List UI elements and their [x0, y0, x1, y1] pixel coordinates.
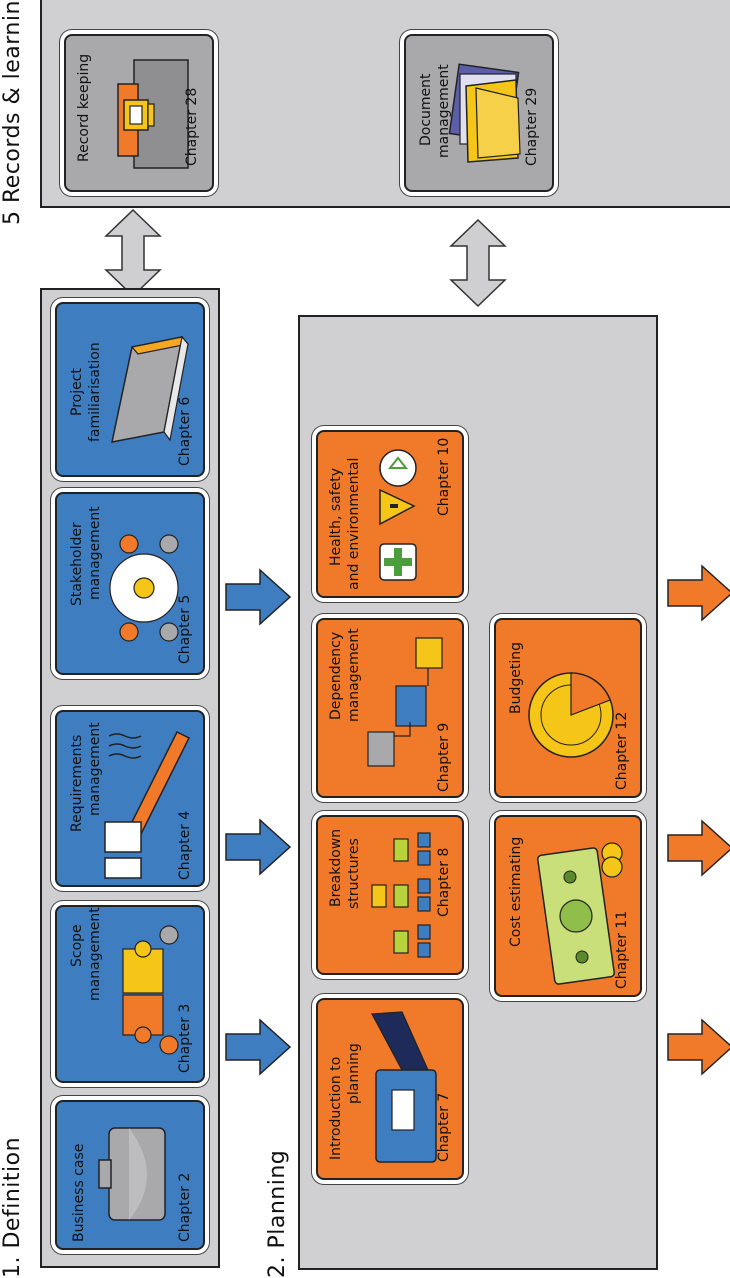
section-title-definition: 1. Definition — [0, 1136, 25, 1278]
dependency-diagram-icon — [367, 637, 443, 767]
card-requirements-management[interactable]: Requirements management Chapter 4 — [55, 710, 205, 887]
familiarisation-title-1: Project — [69, 368, 85, 416]
intro-planning-title-2: planning — [346, 1043, 362, 1104]
arrow-planning-next-1 — [667, 564, 730, 622]
budgeting-title: Budgeting — [508, 641, 524, 714]
hierarchy-chart-icon — [371, 832, 431, 958]
record-keeping-title: Record keeping — [76, 53, 92, 162]
briefcase-icon — [98, 1127, 166, 1221]
card-breakdown-structures[interactable]: Breakdown structures Chapter 8 — [316, 815, 464, 975]
requirements-title-2: management — [87, 722, 103, 816]
section-title-planning: 2. Planning — [265, 1149, 290, 1278]
document-title-1: Document — [418, 73, 434, 146]
breakdown-chapter: Chapter 8 — [436, 847, 452, 917]
budgeting-chapter: Chapter 12 — [614, 711, 630, 790]
card-scope-management[interactable]: Scope management Chapter 3 — [55, 905, 205, 1083]
arrow-planning-next-3 — [667, 1018, 730, 1076]
hse-title-2: and environmental — [346, 457, 362, 590]
pen-checkbox-icon — [104, 730, 191, 879]
hse-title-1: Health, safety — [328, 467, 344, 566]
familiarisation-chapter: Chapter 6 — [177, 396, 193, 466]
document-title-2: management — [436, 64, 452, 158]
requirements-title-1: Requirements — [69, 734, 85, 832]
familiarisation-title-2: familiarisation — [87, 342, 103, 442]
double-arrow-records-planning — [449, 218, 507, 308]
intro-planning-chapter: Chapter 7 — [436, 1092, 452, 1162]
stakeholder-chapter: Chapter 5 — [177, 594, 193, 664]
document-chapter: Chapter 29 — [524, 87, 540, 166]
pound-coin-pie-icon — [528, 672, 614, 758]
card-budgeting[interactable]: Budgeting Chapter 12 — [494, 618, 642, 798]
hse-chapter: Chapter 10 — [436, 437, 452, 516]
stakeholder-people-icon — [109, 534, 179, 642]
dependency-title-1: Dependency — [328, 631, 344, 720]
book-icon — [111, 335, 190, 443]
card-introduction-to-planning[interactable]: Introduction to planning Chapter 7 — [316, 998, 464, 1180]
breakdown-title-2: structures — [346, 838, 362, 909]
scope-title-2: management — [87, 907, 103, 1001]
arrow-definition-planning-3 — [225, 1018, 292, 1076]
section-title-records: 5 Records & learning — [0, 0, 25, 225]
card-document-management[interactable]: Document management Chapter 29 — [404, 34, 554, 192]
business-case-chapter: Chapter 2 — [177, 1172, 193, 1242]
card-dependency-management[interactable]: Dependency management Chapter 9 — [316, 618, 464, 798]
document-folder-icon — [448, 63, 521, 163]
safety-icons — [379, 449, 417, 581]
filing-cabinet-icon — [117, 59, 189, 169]
scope-title-1: Scope — [69, 924, 85, 967]
stakeholder-title-2: management — [87, 506, 103, 600]
card-project-familiarisation[interactable]: Project familiarisation Chapter 6 — [55, 302, 205, 477]
arrow-definition-planning-1 — [225, 568, 292, 626]
card-health-safety-environmental[interactable]: Health, safety and environmental Chapter… — [316, 430, 464, 598]
business-case-title: Business case — [71, 1143, 87, 1242]
notebook-pen-icon — [371, 1011, 437, 1163]
scope-chapter: Chapter 3 — [177, 1003, 193, 1073]
dependency-chapter: Chapter 9 — [436, 722, 452, 792]
dependency-title-2: management — [346, 628, 362, 722]
card-stakeholder-management[interactable]: Stakeholder management Chapter 5 — [55, 492, 205, 675]
arrow-planning-next-2 — [667, 819, 730, 877]
arrow-definition-planning-2 — [225, 818, 292, 876]
double-arrow-records-definition — [104, 208, 162, 298]
card-record-keeping[interactable]: Record keeping Chapter 28 — [64, 34, 214, 192]
intro-planning-title-1: Introduction to — [328, 1056, 344, 1160]
cost-title: Cost estimating — [508, 836, 524, 947]
stakeholder-title-1: Stakeholder — [69, 522, 85, 606]
banknote-coins-icon — [537, 842, 623, 985]
breakdown-title-1: Breakdown — [328, 828, 344, 907]
record-keeping-chapter: Chapter 28 — [184, 87, 200, 166]
card-business-case[interactable]: Business case Chapter 2 — [55, 1100, 205, 1250]
requirements-chapter: Chapter 4 — [177, 810, 193, 880]
puzzle-people-icon — [122, 925, 179, 1055]
card-cost-estimating[interactable]: Cost estimating Chapter 11 — [494, 815, 642, 997]
cost-chapter: Chapter 11 — [614, 910, 630, 989]
